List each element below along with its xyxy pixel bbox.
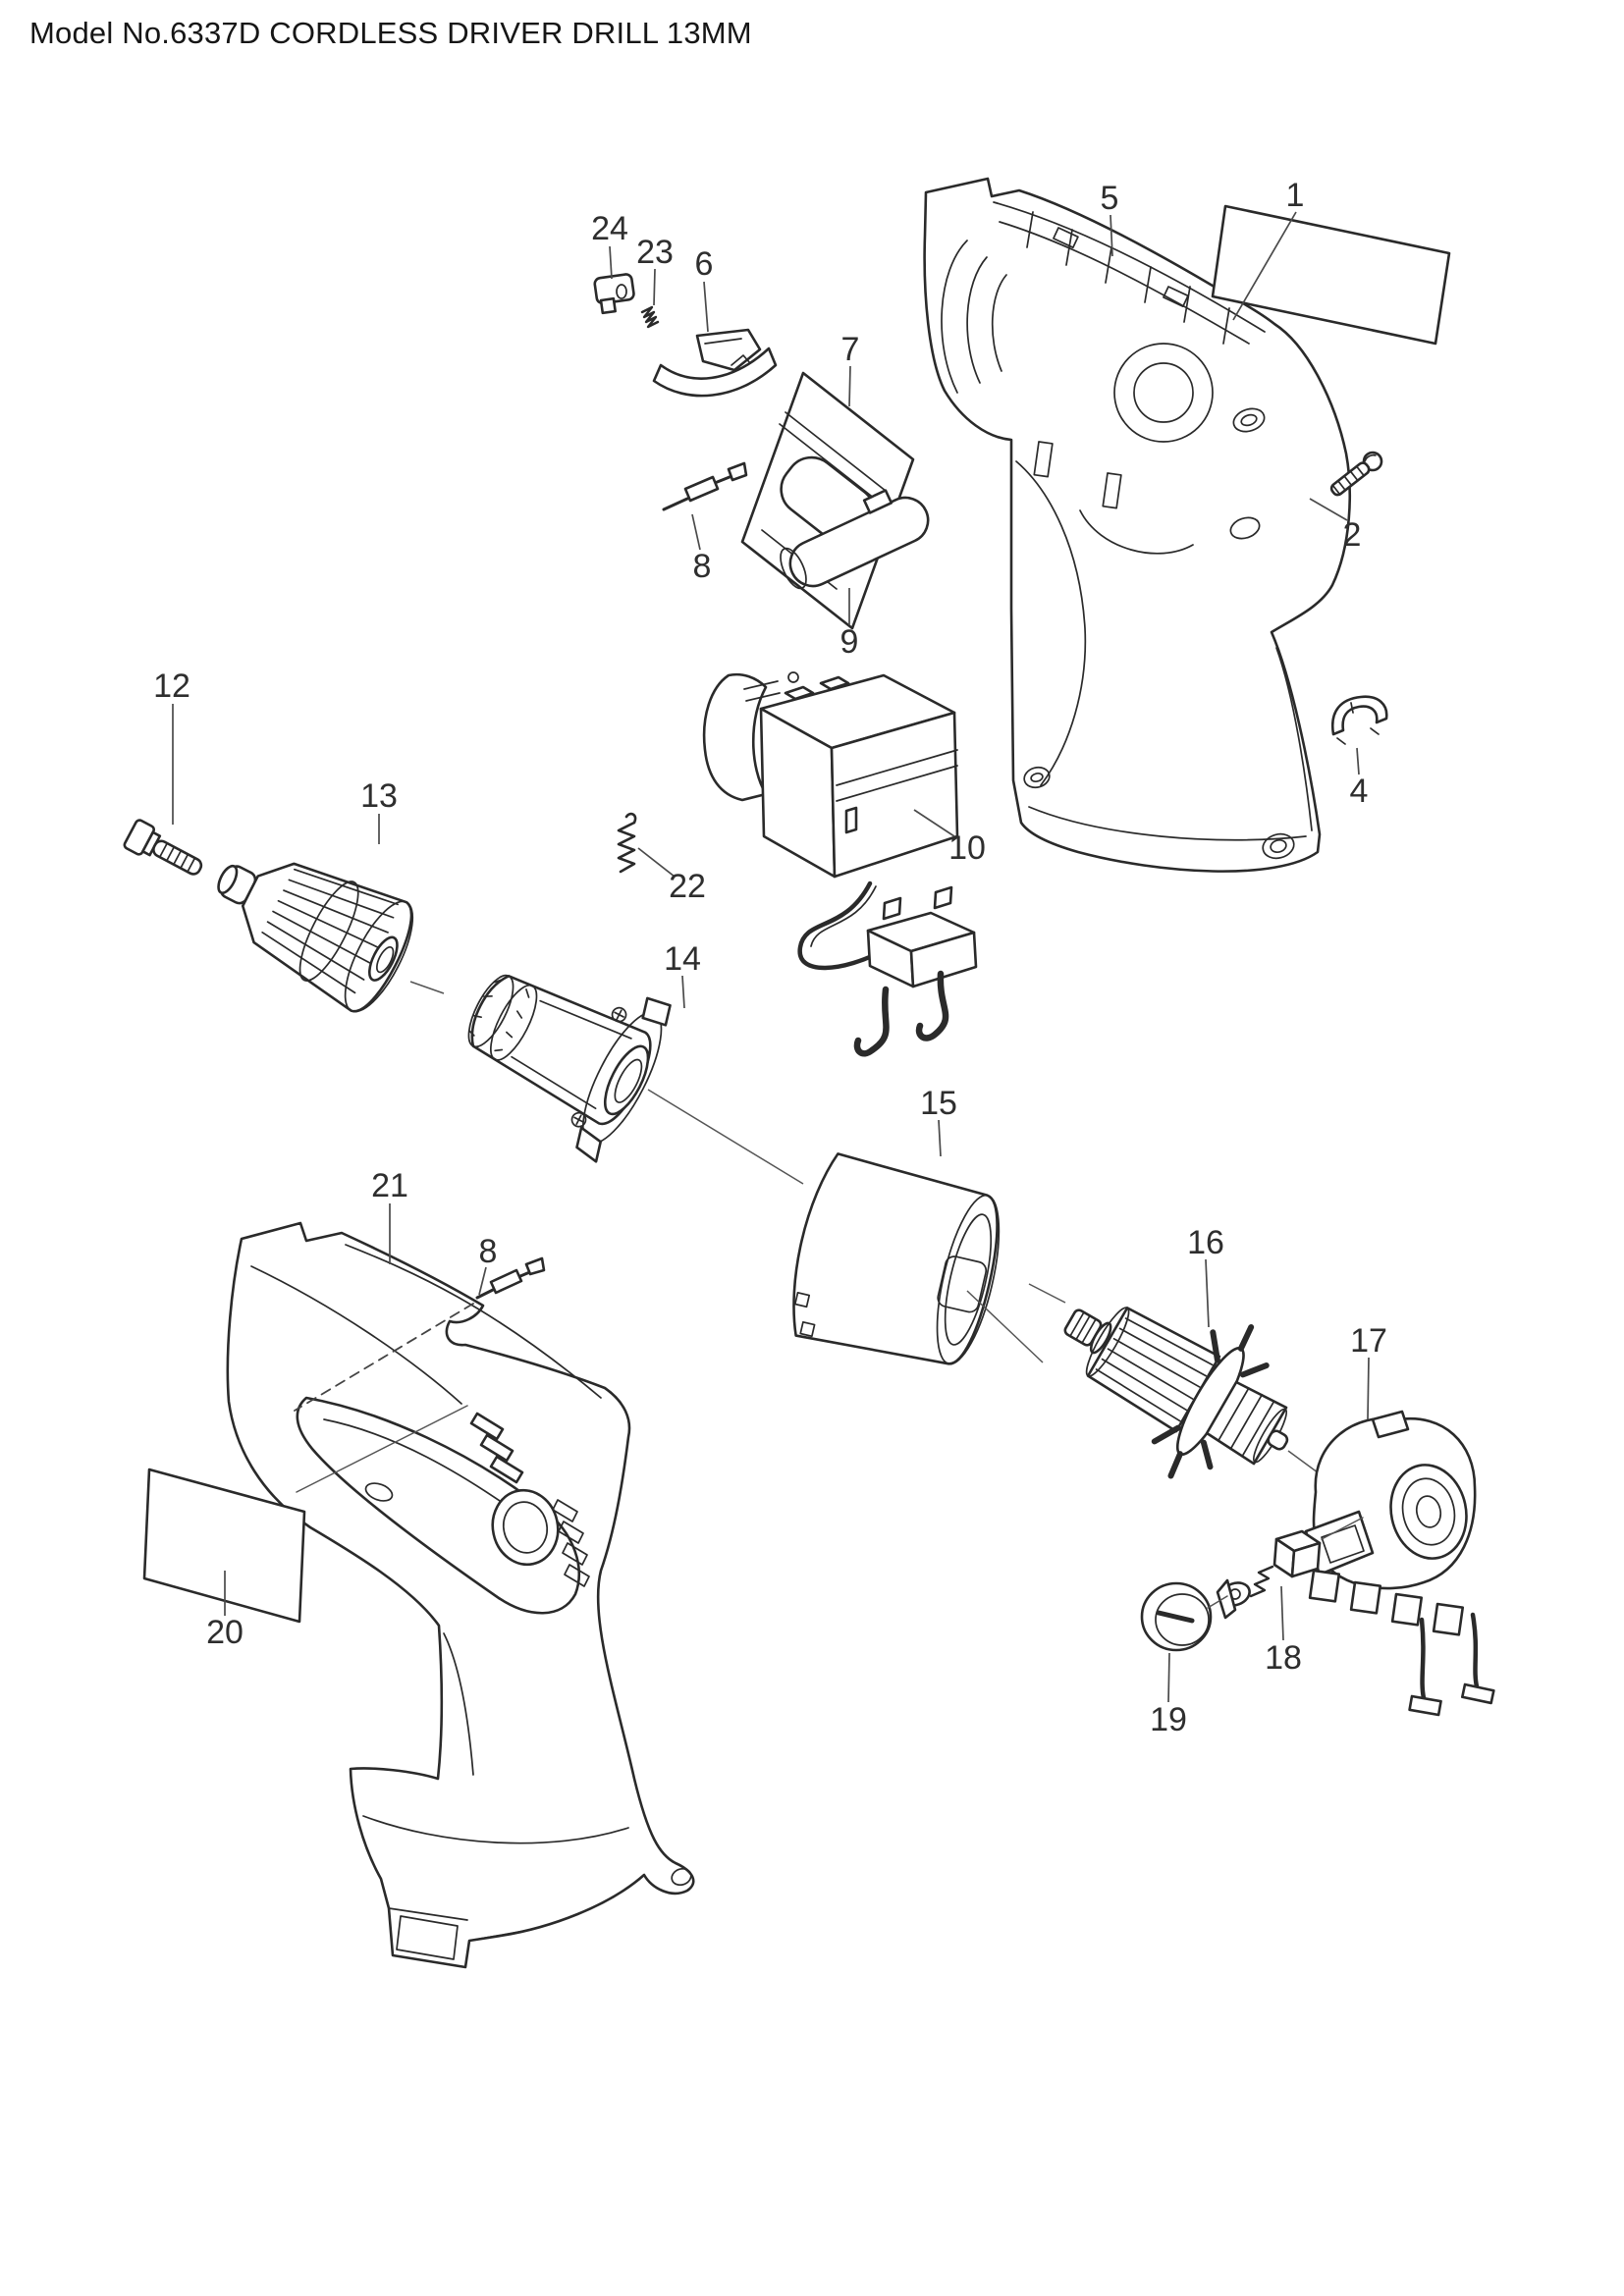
part-callout-small-spring: 23 [636,234,674,271]
leader-line-small-spring [653,268,656,306]
lock-pin-upper [662,461,748,511]
nameplate-lower [142,1468,306,1624]
part-callout-housing-half-right: 5 [1101,180,1119,217]
strap-clip [1330,695,1388,745]
leader-line-tension-spring [637,847,676,878]
part-callout-strap-clip: 4 [1350,773,1369,810]
page-title: Model No.6337D CORDLESS DRIVER DRILL 13M… [29,16,752,50]
part-callout-armature: 16 [1187,1224,1224,1261]
chuck-screw [123,819,203,876]
nameplate [1211,204,1451,346]
motor-end-bracket [1304,1410,1495,1717]
part-callout-reversing-lever: 6 [695,245,714,283]
leader-line-carbon-brush [1280,1585,1284,1641]
leader-line-lock-pin-upper [691,513,701,551]
carbon-brush [1216,1517,1364,1620]
leader-line-switch-slide-plate [848,365,851,407]
leader-line-trigger-switch [913,809,955,837]
leader-line-housing-half-right [1110,214,1113,257]
leader-line-motor-yoke [938,1119,942,1157]
part-callout-battery-rail-bar: 9 [840,623,859,661]
gear-assembly [467,974,672,1163]
part-callout-nameplate-lower: 20 [206,1614,244,1651]
leader-line-gear-assembly [681,975,685,1009]
lock-pin-lower [475,1256,546,1300]
reversing-lever [652,328,778,398]
part-callout-trigger-switch: 10 [948,829,986,867]
tension-spring [617,812,637,874]
part-callout-tension-spring: 22 [669,868,706,905]
small-spring [640,305,660,329]
leader-line-lock-button [609,245,613,280]
leader-line-motor-end-bracket [1367,1357,1370,1420]
part-callout-switch-slide-plate: 7 [841,331,860,368]
drill-chuck [217,862,414,1013]
part-callout-brush-cap: 19 [1150,1701,1187,1738]
part-callout-motor-end-bracket: 17 [1350,1322,1387,1360]
leader-line-nameplate [1232,211,1297,321]
part-callout-nameplate: 1 [1286,177,1305,214]
part-callout-lock-pin-upper: 8 [693,548,712,585]
leader-line-housing-screw [1309,498,1348,521]
part-callout-motor-yoke: 15 [920,1085,957,1122]
leader-line-lock-pin-lower [478,1266,487,1296]
leader-line-brush-cap [1167,1652,1170,1703]
brush-cap [1140,1581,1228,1652]
leader-line-strap-clip [1356,747,1360,775]
leader-line-armature [1205,1258,1210,1328]
part-callout-housing-half-left: 21 [371,1167,408,1204]
leader-line-reversing-lever [703,281,709,333]
part-callout-carbon-brush: 18 [1265,1639,1302,1677]
part-callout-lock-pin-lower: 8 [479,1233,498,1270]
part-callout-lock-button: 24 [591,210,628,247]
part-callout-housing-screw: 2 [1343,516,1362,554]
part-callout-gear-assembly: 14 [664,940,701,978]
housing-half-left [226,1221,695,1969]
motor-yoke [792,1152,1001,1365]
housing-half-right [923,177,1352,873]
lock-button [593,273,635,315]
part-callout-drill-chuck: 13 [360,777,398,815]
part-callout-chuck-screw: 12 [153,667,190,705]
trigger-switch [702,671,978,1057]
battery-rail-bar [780,489,930,590]
housing-screw [1329,451,1383,497]
armature [1063,1307,1289,1479]
